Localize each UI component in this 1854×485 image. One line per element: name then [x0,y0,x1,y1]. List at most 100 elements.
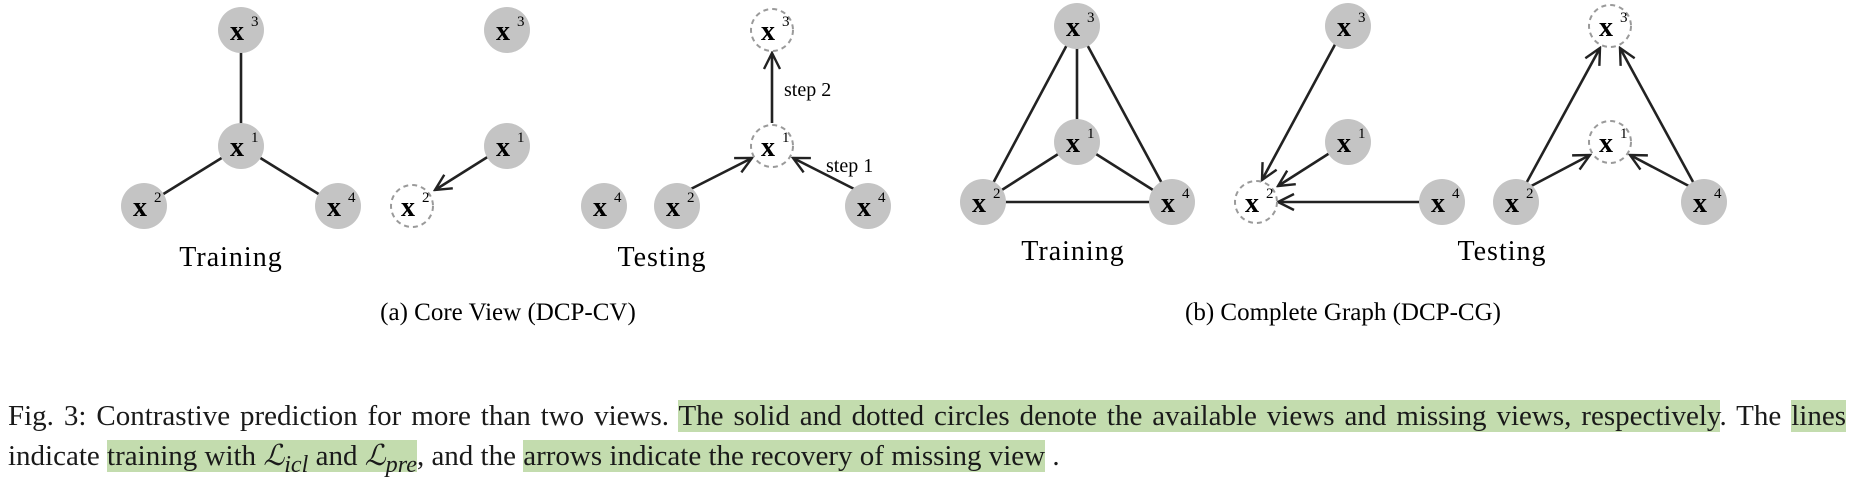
node-sup: 2 [1266,186,1274,202]
node-x4: x 4 [1681,179,1727,225]
node-sup: 2 [993,186,1001,202]
panel-label-cg-training: Training [1021,236,1124,267]
recovery-arrow [1262,25,1347,180]
node-label: x [761,16,775,47]
node-x4: x 4 [845,183,891,229]
node-sup: 2 [1526,186,1534,202]
node-sup: 3 [251,14,259,30]
caption-highlight-training: training with ℒicl and ℒpre [107,440,417,478]
node-sup: 3 [517,14,525,30]
caption-text: and [308,440,365,472]
node-label: x [1161,188,1175,219]
caption-highlight-arrows: arrows indicate the recovery of missing … [523,440,1046,472]
missing-node-x2: x 2 [390,184,434,228]
step-1-label: step 1 [826,155,873,177]
node-x1: x 1 [218,123,264,169]
node-sup: 1 [251,130,259,146]
caption-text: training with [107,440,264,472]
loss-pre-subscript: pre [385,450,417,478]
node-label: x [1245,188,1259,219]
node-label: x [593,192,607,223]
node-label: x [327,192,341,223]
node-sup: 3 [782,14,790,30]
node-label: x [1505,188,1519,219]
node-sup: 2 [687,190,695,206]
caption-highlight-lines: lines [1791,400,1846,432]
recovery-arrow [1620,48,1706,203]
node-label: x [1431,188,1445,219]
node-label: x [761,132,775,163]
missing-node-x2: x 2 [1234,180,1278,224]
node-sup: 1 [782,130,790,146]
node-x2: x 2 [960,179,1006,225]
panel-label-cv-training: Training [179,242,282,273]
node-sup: 4 [1182,186,1190,202]
node-label: x [401,192,415,223]
node-x2: x 2 [1493,179,1539,225]
node-x1: x 1 [1054,119,1100,165]
missing-node-x1: x 1 [1588,120,1632,164]
node-label: x [1066,12,1080,43]
node-sup: 1 [517,130,525,146]
step-2-label: step 2 [784,79,831,101]
caption-text: , and the [416,440,524,472]
node-sup: 3 [1087,10,1095,26]
node-x4: x 4 [581,183,627,229]
loss-icl-symbol: ℒicl [263,440,308,478]
missing-node-x3: x 3 [750,8,794,52]
edge [981,25,1079,203]
node-label: x [1337,128,1351,159]
node-sup: 3 [1358,10,1366,26]
loss-script-l: ℒ [263,440,285,472]
node-label: x [972,188,986,219]
node-label: x [1599,12,1613,43]
caption-text: . The [1719,400,1792,432]
node-sup: 4 [1714,186,1722,202]
node-sup: 2 [422,190,430,206]
panel-label-cv-testing: Testing [617,242,706,273]
caption-prefix: Fig. 3: Contrastive prediction for more … [8,400,679,432]
node-sup: 4 [878,190,886,206]
subcaption-b: (b) Complete Graph (DCP-CG) [1185,299,1501,326]
caption-text: indicate [8,440,108,472]
node-label: x [1066,128,1080,159]
node-x3: x 3 [484,7,530,53]
node-sup: 4 [348,190,356,206]
node-x4: x 4 [1149,179,1195,225]
cv-training-edges [143,30,339,208]
node-sup: 1 [1358,126,1366,142]
node-label: x [230,132,244,163]
loss-script-l: ℒ [364,440,386,472]
node-sup: 4 [1452,186,1460,202]
node-label: x [857,192,871,223]
node-label: x [496,132,510,163]
subcaption-a: (a) Core View (DCP-CV) [380,299,636,326]
node-x2: x 2 [654,183,700,229]
node-sup: 3 [1620,10,1628,26]
edge [1075,25,1174,203]
loss-icl-subscript: icl [284,450,309,478]
node-label: x [1599,128,1613,159]
figure-caption: Fig. 3: Contrastive prediction for more … [8,396,1846,485]
cg-training-edges [981,25,1174,204]
node-x1: x 1 [484,123,530,169]
node-x4: x 4 [315,183,361,229]
cg-recovery-arrows-left [1262,25,1440,202]
node-sup: 4 [614,190,622,206]
node-label: x [133,192,147,223]
node-label: x [666,192,680,223]
missing-node-x3: x 3 [1588,4,1632,48]
figure-diagram: x 3 x 1 x 2 x 4 Training x 3 x 1 x 2 ste… [121,3,1727,326]
node-x2: x 2 [121,183,167,229]
node-x3: x 3 [218,7,264,53]
missing-node-x1: x 1 [750,124,794,168]
node-x3: x 3 [1054,3,1100,49]
panel-label-cg-testing: Testing [1457,236,1546,267]
node-label: x [1337,12,1351,43]
node-x3: x 3 [1325,3,1371,49]
node-sup: 2 [154,190,162,206]
node-label: x [230,16,244,47]
node-label: x [1693,188,1707,219]
node-x4: x 4 [1419,179,1465,225]
caption-highlight-circles: The solid and dotted circles denote the … [678,400,1720,432]
